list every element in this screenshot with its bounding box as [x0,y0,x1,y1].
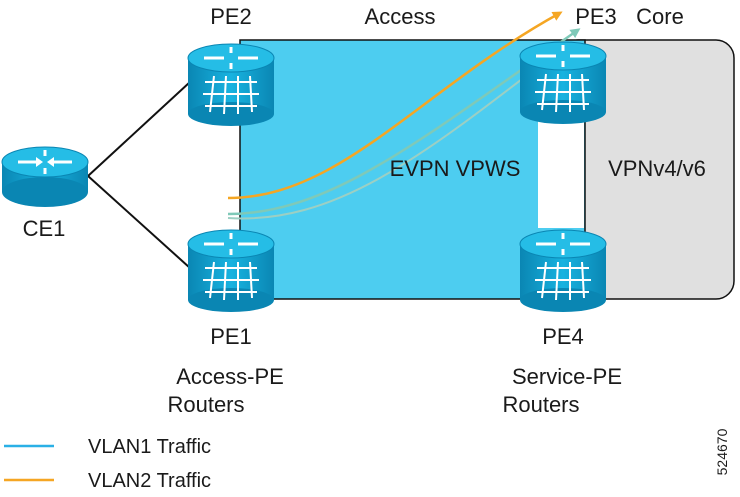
router-pe3 [519,41,607,124]
core-title: Core [636,4,684,29]
core-region-label: VPNv4/v6 [608,156,706,181]
figure-id: 524670 [714,428,730,475]
router-ce1 [1,146,89,207]
router-pe1 [187,229,275,312]
link-ce1-pe2 [87,81,191,177]
pe4-label: PE4 [542,324,584,349]
legend: VLAN1 Traffic VLAN2 Traffic [4,436,211,492]
service-pe-label-line2: Routers [502,392,579,417]
vlan1-flow-secondary [227,41,571,220]
access-title: Access [365,4,436,29]
pe3-label: PE3 [575,4,617,29]
vlan2-flow [227,11,563,200]
legend-vlan1-label: VLAN1 Traffic [88,436,211,458]
router-pe2 [187,43,275,126]
router-pe4 [519,229,607,312]
vlan1-flow [227,28,581,216]
legend-vlan2-label: VLAN2 Traffic [88,470,211,492]
pe2-label: PE2 [210,4,252,29]
link-ce1-pe1 [87,175,191,269]
access-pe-label-line1: Access-PE [176,364,284,389]
ce1-label: CE1 [23,216,66,241]
access-pe-label-line2: Routers [167,392,244,417]
service-pe-label-line1: Service-PE [512,364,622,389]
access-region-label: EVPN VPWS [390,156,521,181]
pe1-label: PE1 [210,324,252,349]
